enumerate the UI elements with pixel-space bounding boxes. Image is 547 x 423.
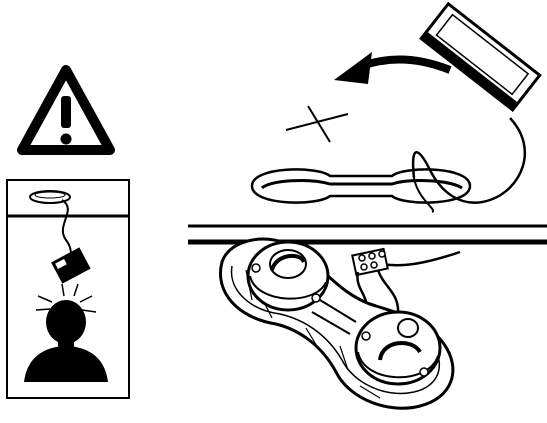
falling-box-icon: [51, 247, 91, 284]
dual-dome-fixture: [219, 237, 455, 410]
warning-triangle-icon: [17, 65, 115, 155]
impact-lines: [35, 283, 97, 313]
installation-illustration: [188, 1, 547, 410]
curved-arrow-icon: [334, 52, 452, 84]
left-dome-camera: [246, 240, 330, 312]
cross-mark-icon: [285, 105, 349, 143]
person-head-icon: [24, 300, 108, 382]
power-cable: [411, 117, 527, 204]
falling-hazard-inset: [6, 179, 130, 399]
ceiling-cutout: [250, 168, 472, 204]
inset-ceiling-hole: [29, 190, 71, 204]
power-supply-box-icon: [419, 1, 542, 112]
right-dome-camera: [354, 310, 442, 386]
